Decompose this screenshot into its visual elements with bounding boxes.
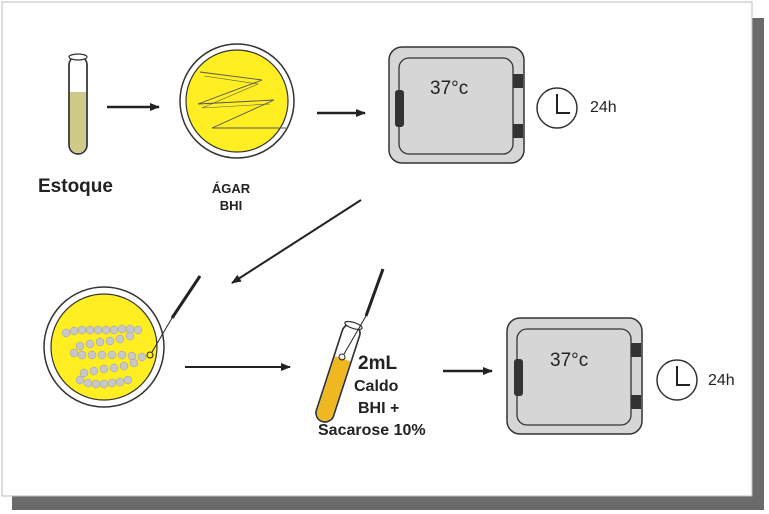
agar-plate-icon [179,43,295,159]
agar-label-line2: BHI [219,198,243,213]
incubator-1-icon [388,46,525,164]
agar-label: ÁGAR BHI [196,180,266,214]
arrow-diagonal-icon [231,199,362,284]
stock-label: Estoque [38,176,113,197]
incubator-1-temperature: 37°c [430,78,469,99]
incubator-2-icon [506,317,643,435]
incubator-2-temperature: 37°c [550,350,589,371]
inoculation-loop-2-icon [338,268,385,361]
broth-label-line1: Caldo [354,378,399,395]
stock-test-tube-icon [68,53,88,155]
broth-tube-icon [315,320,363,423]
incubation-time-1: 24h [590,99,617,116]
clock-1-icon [536,87,578,129]
agar-label-line1: ÁGAR [211,181,251,196]
inoculation-loop-1-icon [146,275,202,359]
clock-2-icon [656,359,698,401]
broth-volume: 2mL [358,353,398,374]
broth-label-line2: BHI + [358,400,400,417]
incubation-time-2: 24h [708,372,735,389]
colony-plate-icon [43,286,165,408]
broth-label-line3: Sacarose 10% [318,422,426,439]
